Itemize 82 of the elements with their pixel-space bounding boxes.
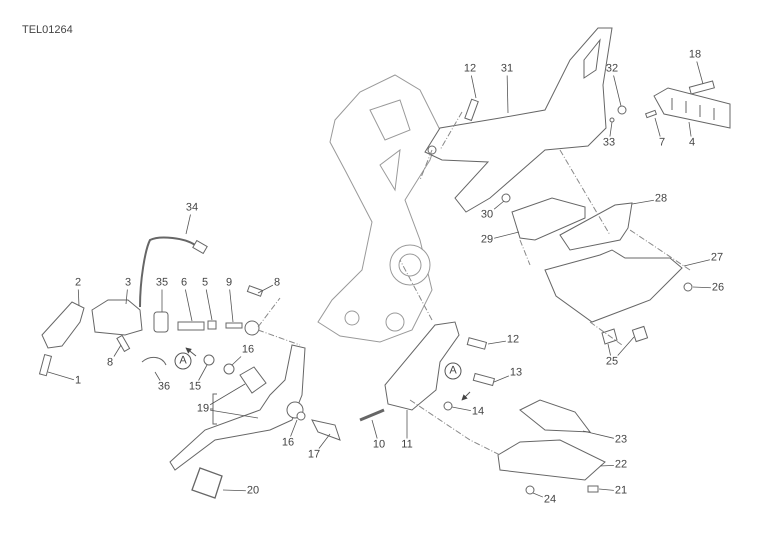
leader-line xyxy=(688,122,692,137)
callout-number: 20 xyxy=(246,484,260,498)
callout-number: 22 xyxy=(614,458,628,472)
callout-number: 33 xyxy=(602,136,616,150)
callout-number: 23 xyxy=(614,434,628,446)
callout-number: 10 xyxy=(372,438,386,452)
callout-number: 11 xyxy=(400,438,414,452)
leader-line xyxy=(632,200,654,204)
leader-line xyxy=(506,75,508,114)
leader-line xyxy=(608,344,611,356)
leader-line xyxy=(610,122,612,137)
leader-line xyxy=(692,286,712,288)
leader-line xyxy=(598,488,614,491)
callout-number: 1 xyxy=(74,374,82,388)
callout-number: 17 xyxy=(306,448,322,462)
view-reference-circle: A xyxy=(444,362,462,380)
callout-number: 36 xyxy=(156,380,172,394)
callout-number: 9 xyxy=(224,276,234,290)
callout-number: 31 xyxy=(500,62,514,76)
leader-line xyxy=(654,118,661,137)
leader-line xyxy=(222,490,246,492)
leader-line xyxy=(318,434,330,449)
leader-line xyxy=(210,384,246,406)
leader-line xyxy=(684,259,710,266)
callout-number: 28 xyxy=(654,192,668,206)
leader-line xyxy=(613,75,622,106)
callout-number: 19 xyxy=(196,402,210,416)
callout-number: 25 xyxy=(604,356,620,368)
leader-line xyxy=(154,372,160,381)
callout-number: 35 xyxy=(154,276,170,290)
leader-line xyxy=(258,284,274,294)
callout-number: 8 xyxy=(106,356,114,370)
leader-line xyxy=(582,430,614,439)
callout-number: 13 xyxy=(508,366,524,380)
callout-number: 26 xyxy=(710,282,726,294)
leader-line xyxy=(696,61,704,84)
callout-number: 27 xyxy=(710,252,724,264)
leader-line xyxy=(184,289,192,322)
callout-number: 3 xyxy=(124,276,132,290)
leader-line xyxy=(494,376,510,382)
callout-number: 34 xyxy=(184,202,200,214)
callout-number: 15 xyxy=(188,380,202,394)
leader-line xyxy=(126,289,128,304)
callout-number: 6 xyxy=(180,276,188,290)
leader-line xyxy=(210,410,258,418)
callout-number: 16 xyxy=(280,436,296,450)
leader-line xyxy=(48,372,74,380)
callout-number: 4 xyxy=(688,136,696,150)
leader-line xyxy=(206,289,212,320)
callout-number: 24 xyxy=(542,494,558,506)
leader-line xyxy=(372,420,378,439)
callout-number: 18 xyxy=(688,48,702,62)
view-reference-circle: A xyxy=(174,352,192,370)
leader-line xyxy=(78,289,80,306)
drawing-code: TEL01264 xyxy=(22,24,73,36)
callout-number: 8 xyxy=(272,276,282,290)
leader-line xyxy=(532,492,544,498)
callout-number: 2 xyxy=(74,276,82,290)
leader-line xyxy=(488,340,506,344)
leader-line xyxy=(290,420,298,437)
callout-number: 5 xyxy=(200,276,210,290)
leader-line xyxy=(198,364,208,381)
callout-number: 29 xyxy=(480,234,494,246)
callout-number: 16 xyxy=(240,344,256,356)
leader-line xyxy=(229,289,234,322)
callout-number: 14 xyxy=(470,406,486,418)
callout-number: 30 xyxy=(480,208,494,222)
leader-line xyxy=(600,464,614,466)
leader-line xyxy=(452,406,472,412)
callout-number: 32 xyxy=(604,62,620,76)
callout-number: 7 xyxy=(658,136,666,150)
leader-line xyxy=(494,200,504,210)
leader-line xyxy=(470,75,476,98)
leader-line xyxy=(494,232,520,239)
leader-line xyxy=(617,336,634,356)
leader-line xyxy=(232,356,242,366)
leader-line xyxy=(114,344,122,357)
leader-line xyxy=(186,214,191,234)
callout-number: 12 xyxy=(462,62,478,76)
callout-number: 21 xyxy=(614,484,628,498)
callout-number: 12 xyxy=(506,334,520,346)
leader-line xyxy=(406,410,408,439)
